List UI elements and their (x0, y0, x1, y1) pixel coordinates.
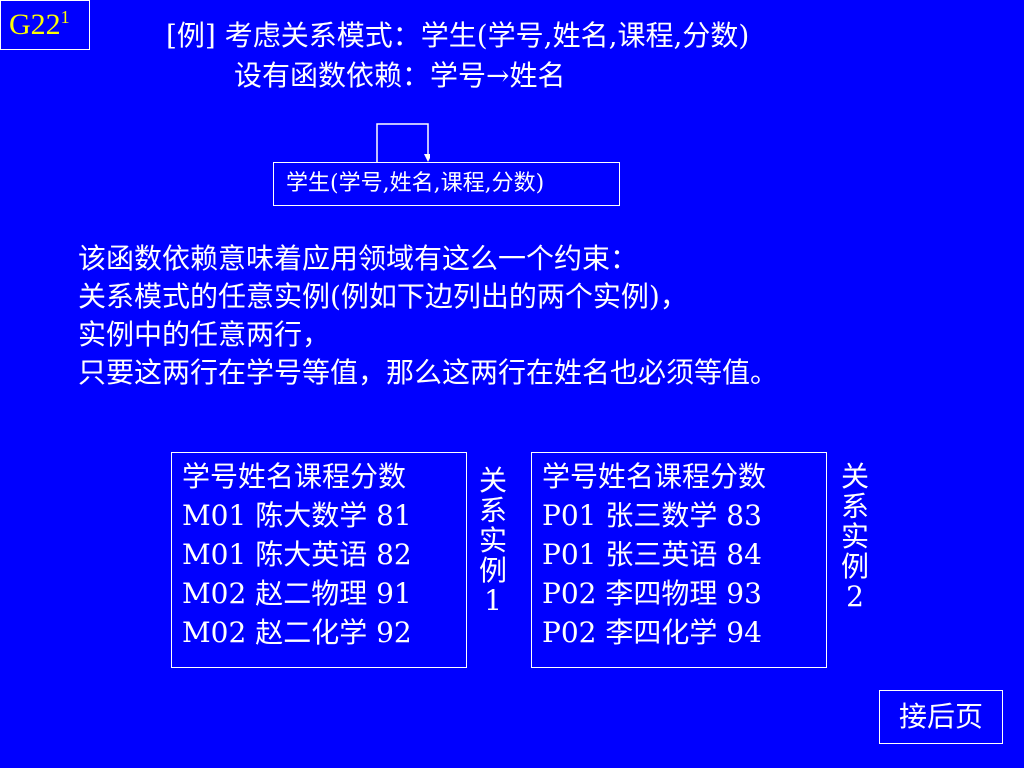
slide-id-text: G22 (9, 8, 61, 41)
relation-schema-box: 学生(学号,姓名,课程,分数) (273, 162, 620, 206)
table-row: M01 陈大数学 81 (182, 499, 412, 532)
table-header: 学号姓名课程分数 (182, 460, 407, 493)
relation-instance-2-table: 学号姓名课程分数 P01 张三数学 83 P01 张三英语 84 P02 李四物… (531, 452, 827, 668)
table-header: 学号姓名课程分数 (542, 460, 767, 493)
label-char: 1 (484, 584, 502, 617)
label-char: 关 (478, 464, 507, 497)
label-char: 例 (478, 554, 507, 587)
example-heading: [例] 考虑关系模式：学生(学号,姓名,课程,分数) (166, 19, 750, 52)
label-char: 实 (840, 520, 869, 553)
functional-dependency-line: 设有函数依赖：学号→姓名 (234, 59, 566, 92)
label-char: 关 (840, 460, 869, 493)
relation-instance-1-label: 关 系 实 例 1 (473, 466, 513, 616)
slide-id-box: G221 (0, 0, 90, 50)
table-row: M02 赵二物理 91 (182, 577, 412, 610)
label-char: 系 (478, 494, 507, 527)
table-row: M02 赵二化学 92 (182, 616, 412, 649)
table-row: P02 李四物理 93 (542, 577, 762, 610)
relation-instance-1-table: 学号姓名课程分数 M01 陈大数学 81 M01 陈大英语 82 M02 赵二物… (171, 452, 467, 668)
label-char: 2 (846, 580, 864, 613)
table-row: P02 李四化学 94 (542, 616, 762, 649)
table-row: P01 张三英语 84 (542, 538, 762, 571)
next-page-button[interactable]: 接后页 (879, 690, 1003, 744)
explanation-line: 关系模式的任意实例(例如下边列出的两个实例)， (78, 280, 688, 313)
explanation-text: 该函数依赖意味着应用领域有这么一个约束： 关系模式的任意实例(例如下边列出的两个… (78, 240, 778, 392)
label-char: 例 (840, 550, 869, 583)
explanation-line: 该函数依赖意味着应用领域有这么一个约束： (78, 242, 639, 275)
label-char: 实 (478, 524, 507, 557)
dependency-arrow-icon (376, 123, 430, 162)
slide-id-superscript: 1 (60, 7, 70, 27)
table-row: M01 陈大英语 82 (182, 538, 412, 571)
relation-instance-2-label: 关 系 实 例 2 (835, 462, 875, 612)
table-row: P01 张三数学 83 (542, 499, 762, 532)
explanation-line: 只要这两行在学号等值，那么这两行在姓名也必须等值。 (78, 356, 779, 389)
explanation-line: 实例中的任意两行， (78, 318, 331, 351)
label-char: 系 (840, 490, 869, 523)
